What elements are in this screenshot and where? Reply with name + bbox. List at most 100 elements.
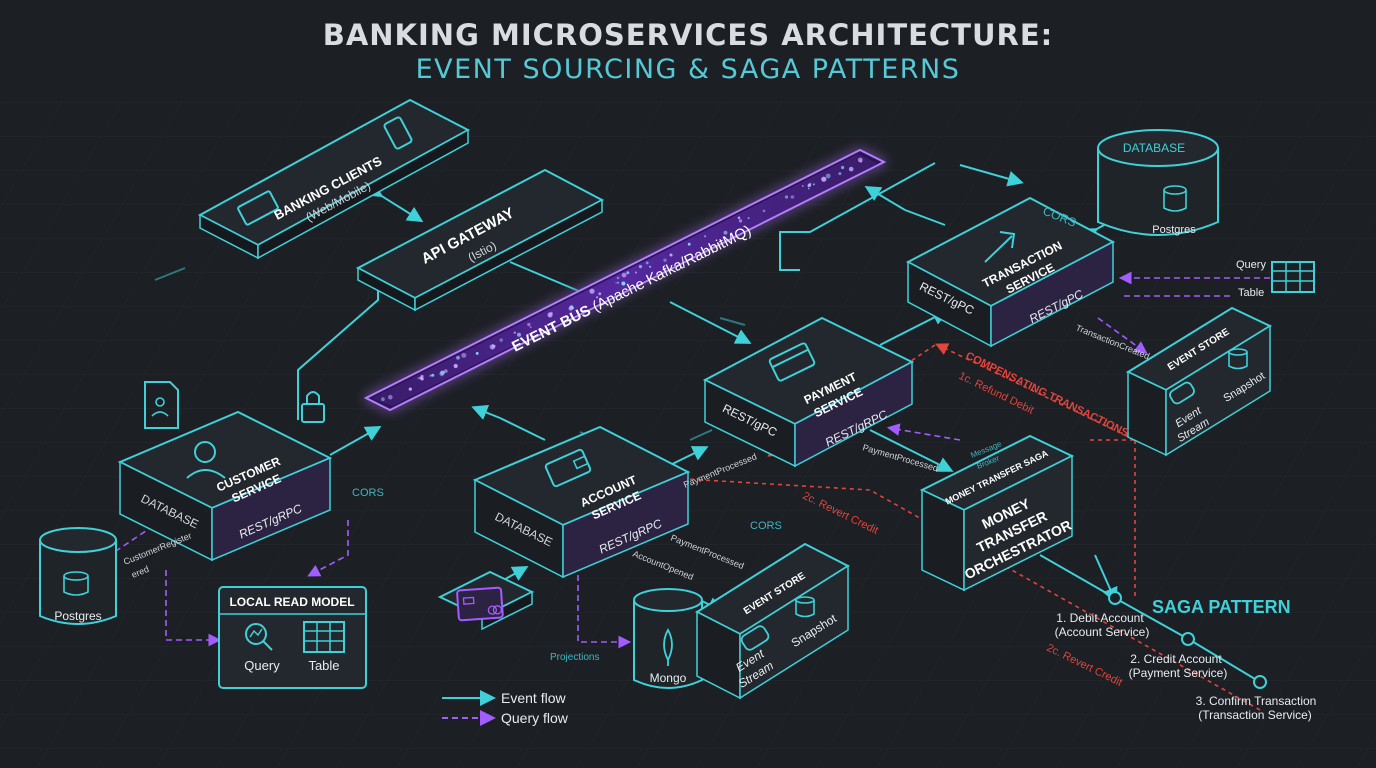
query-analytics-icon bbox=[245, 623, 273, 651]
credit-card-icon bbox=[456, 586, 504, 622]
snapshot-db-icon-top bbox=[1228, 348, 1248, 370]
table-icon-right bbox=[1271, 261, 1315, 293]
cors-left-label: CORS bbox=[352, 487, 384, 499]
transaction-service-node[interactable]: TRANSACTION SERVICE REST/gPC REST/gPC bbox=[905, 196, 1116, 348]
postgres-left-db: Postgres bbox=[39, 527, 117, 625]
local-read-model-title: LOCAL READ MODEL bbox=[229, 595, 354, 609]
bus-particle bbox=[513, 331, 516, 334]
bus-particle bbox=[790, 195, 795, 199]
bus-particle bbox=[841, 165, 845, 170]
bus-particle bbox=[408, 387, 412, 391]
account-service-node[interactable]: ACCOUNT SERVICE DATABASE REST/gRPC bbox=[472, 425, 691, 579]
user-icon bbox=[186, 441, 226, 479]
saga-step-1-dot bbox=[1108, 591, 1122, 605]
bus-particle bbox=[453, 363, 458, 369]
saga-pattern-title: SAGA PATTERN bbox=[1152, 597, 1291, 617]
saga-step-3-line-1: 3. Confirm Transaction bbox=[1196, 694, 1317, 708]
bus-particle bbox=[616, 276, 620, 280]
bus-particle bbox=[848, 166, 854, 172]
table-right-label: Table bbox=[1238, 287, 1264, 299]
laptop-icon bbox=[237, 190, 279, 226]
bus-particle bbox=[475, 352, 479, 355]
bus-particle bbox=[489, 344, 495, 350]
saga-step-2-dot bbox=[1181, 632, 1195, 646]
bus-particle bbox=[568, 306, 573, 311]
database-icon bbox=[63, 571, 89, 596]
local-read-query-label: Query bbox=[244, 658, 280, 673]
leaf-icon bbox=[663, 628, 673, 666]
event-store-bottom-node[interactable]: EVENT STORE Event Stream Snapshot bbox=[694, 542, 851, 700]
mongo-db: Mongo bbox=[633, 588, 703, 689]
legend-event-flow-label: Event flow bbox=[501, 690, 566, 706]
bus-particle bbox=[443, 369, 448, 373]
bus-particle bbox=[737, 216, 741, 220]
credit-card-tile bbox=[437, 570, 535, 631]
bus-particle bbox=[461, 352, 467, 358]
bus-particle bbox=[812, 183, 815, 186]
transfer-arrow-icon bbox=[984, 231, 1016, 263]
bus-particle bbox=[645, 261, 649, 265]
projections-label: Projections bbox=[550, 652, 599, 663]
bus-particle bbox=[621, 272, 627, 278]
bus-particle bbox=[723, 230, 728, 235]
bus-particle bbox=[634, 271, 637, 274]
bus-particle bbox=[649, 265, 652, 268]
local-read-table-label: Table bbox=[308, 658, 339, 673]
saga-pattern: SAGA PATTERN 1. Debit Account (Account S… bbox=[1055, 591, 1317, 722]
bus-particle bbox=[589, 288, 595, 294]
bus-particle bbox=[527, 322, 531, 327]
bus-particle bbox=[638, 265, 643, 269]
bus-particle bbox=[571, 307, 575, 310]
saga-step-2-line-2: (Payment Service) bbox=[1129, 666, 1228, 680]
bus-particle bbox=[809, 182, 812, 186]
customer-service-node[interactable]: CUSTOMER SERVICE DATABASE REST/gRPC bbox=[117, 410, 333, 562]
bus-particle bbox=[838, 172, 842, 176]
snapshot-db-icon bbox=[795, 596, 815, 618]
bus-particle bbox=[762, 209, 766, 213]
table-icon bbox=[303, 621, 345, 653]
saga-step-3-line-2: (Transaction Service) bbox=[1198, 708, 1312, 722]
postgres-left-label: Postgres bbox=[54, 609, 101, 623]
bus-particle bbox=[784, 195, 789, 199]
bus-particle bbox=[802, 185, 804, 187]
bus-particle bbox=[381, 397, 385, 402]
event-stream-icon bbox=[740, 625, 770, 651]
bus-particle bbox=[687, 242, 691, 246]
banking-clients-node[interactable]: BANKING CLIENTS (Web/Mobile) bbox=[197, 98, 471, 260]
query-right-label: Query bbox=[1236, 259, 1266, 271]
bus-particle bbox=[738, 219, 743, 223]
bus-particle bbox=[626, 271, 630, 275]
bus-particle bbox=[596, 296, 599, 299]
diagram-title: BANKING MICROSERVICES ARCHITECTURE: bbox=[322, 18, 1054, 52]
payment-service-node[interactable]: PAYMENT SERVICE REST/gPC REST/gRPC bbox=[702, 316, 915, 468]
bus-particle bbox=[529, 326, 532, 329]
database-top-sub: Postgres bbox=[1152, 224, 1196, 236]
wallet-icon bbox=[544, 448, 592, 488]
event-stream-icon-top bbox=[1169, 381, 1195, 405]
document-user-icon bbox=[144, 381, 179, 429]
bus-particle bbox=[429, 374, 432, 377]
bus-particle bbox=[704, 235, 707, 238]
legend: Event flow Query flow bbox=[442, 690, 569, 726]
bus-particle bbox=[388, 394, 393, 400]
saga-step-2-line-1: 2. Credit Account bbox=[1130, 652, 1222, 666]
card-icon bbox=[768, 342, 816, 382]
api-gateway-node[interactable]: API GATEWAY (Istio) bbox=[355, 168, 605, 312]
bus-particle bbox=[615, 282, 617, 284]
bus-particle bbox=[669, 253, 673, 257]
mobile-icon bbox=[383, 116, 413, 150]
bus-particle bbox=[663, 258, 667, 262]
bus-particle bbox=[499, 338, 503, 342]
bus-particle bbox=[598, 292, 602, 296]
bus-particle bbox=[547, 312, 553, 318]
mongo-label: Mongo bbox=[650, 671, 687, 685]
bus-particle bbox=[807, 187, 810, 190]
event-bus-particles bbox=[381, 157, 863, 402]
event-store-top-node[interactable]: EVENT STORE Event Stream Snapshot bbox=[1125, 306, 1273, 457]
database-top-node: DATABASE Postgres bbox=[1097, 129, 1219, 236]
database-top-title: DATABASE bbox=[1123, 141, 1185, 155]
bus-particle bbox=[617, 281, 620, 284]
bus-particle bbox=[825, 173, 831, 179]
money-transfer-orchestrator-node[interactable]: MONEY TRANSFER SAGA MONEY TRANSFER ORCHE… bbox=[919, 434, 1075, 592]
